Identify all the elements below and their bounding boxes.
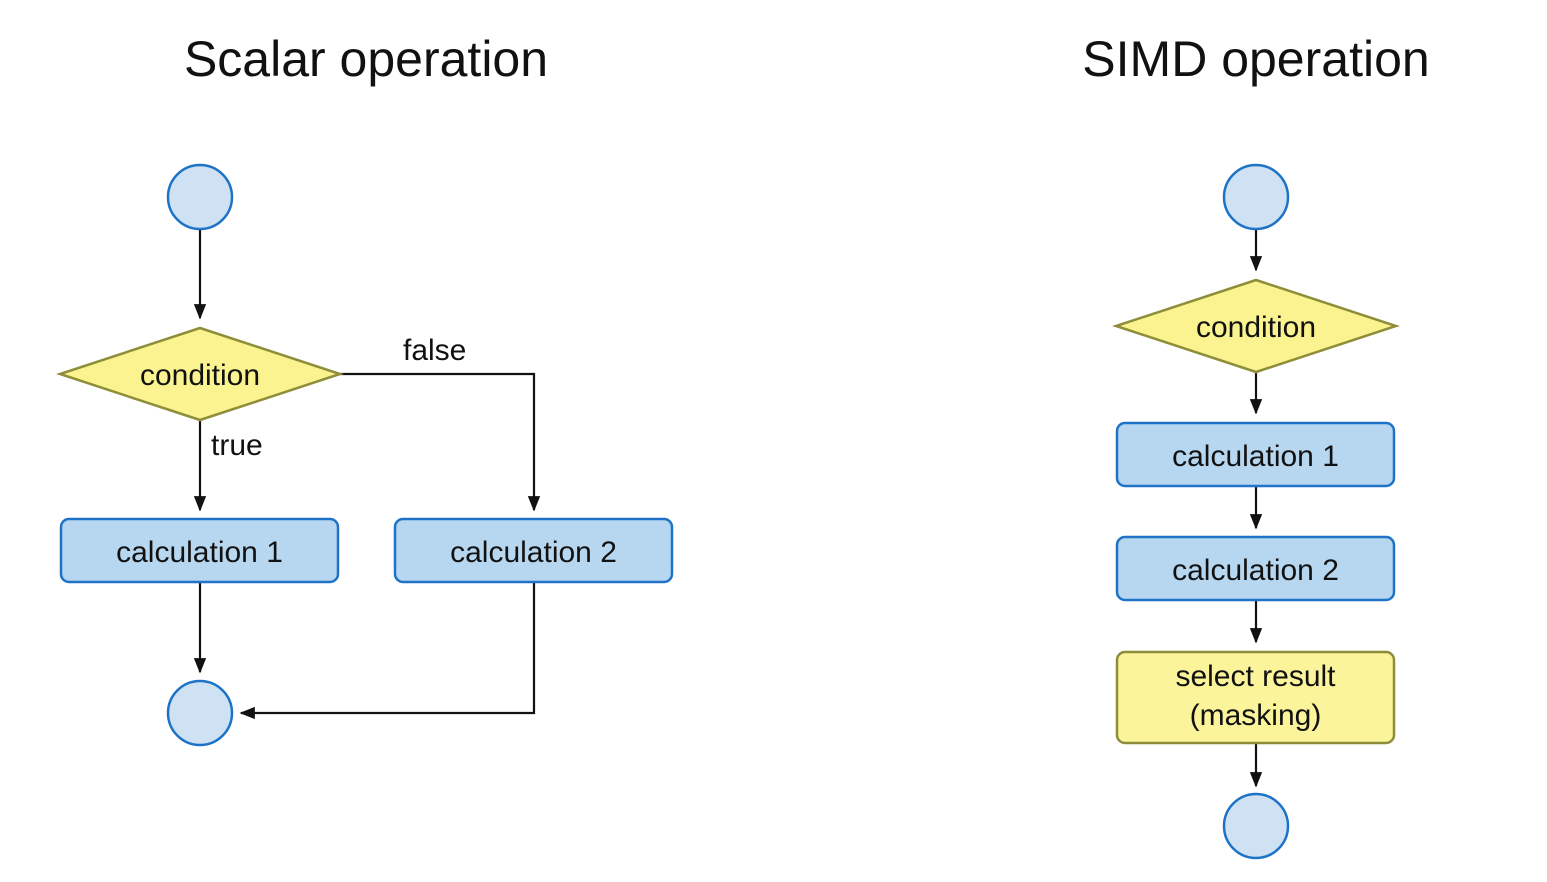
simd-calculation-2-label: calculation 2 bbox=[1172, 554, 1339, 587]
scalar-false-label: false bbox=[403, 334, 466, 367]
scalar-end-node bbox=[166, 679, 234, 747]
scalar-true-label: true bbox=[211, 429, 263, 462]
scalar-diagram: Scalar operation condition true false ca… bbox=[55, 31, 674, 747]
simd-calculation-2-box bbox=[1115, 535, 1396, 602]
scalar-calculation-1-box bbox=[59, 517, 340, 584]
scalar-title: Scalar operation bbox=[184, 31, 548, 87]
simd-condition-label: condition bbox=[1196, 311, 1316, 344]
simd-masking-label: (masking) bbox=[1190, 699, 1322, 732]
scalar-start-node bbox=[166, 163, 234, 231]
scalar-edge-calc2-to-end bbox=[239, 583, 536, 720]
simd-select-result-label: select result bbox=[1175, 660, 1336, 693]
simd-condition-diamond bbox=[1111, 278, 1401, 374]
simd-title: SIMD operation bbox=[1082, 31, 1429, 87]
simd-start-node bbox=[1222, 163, 1290, 231]
scalar-condition-label: condition bbox=[140, 359, 260, 392]
simd-diagram: SIMD operation condition calculation 1 c… bbox=[1082, 31, 1430, 860]
simd-calculation-1-box bbox=[1115, 421, 1396, 488]
scalar-calculation-2-label: calculation 2 bbox=[450, 536, 617, 569]
simd-calculation-1-label: calculation 1 bbox=[1172, 440, 1339, 473]
simd-select-result-box bbox=[1115, 650, 1396, 745]
scalar-calculation-2-box bbox=[393, 517, 674, 584]
scalar-edge-false bbox=[340, 372, 541, 512]
scalar-condition-diamond bbox=[55, 326, 345, 422]
scalar-calculation-1-label: calculation 1 bbox=[116, 536, 283, 569]
simd-end-node bbox=[1222, 792, 1290, 860]
